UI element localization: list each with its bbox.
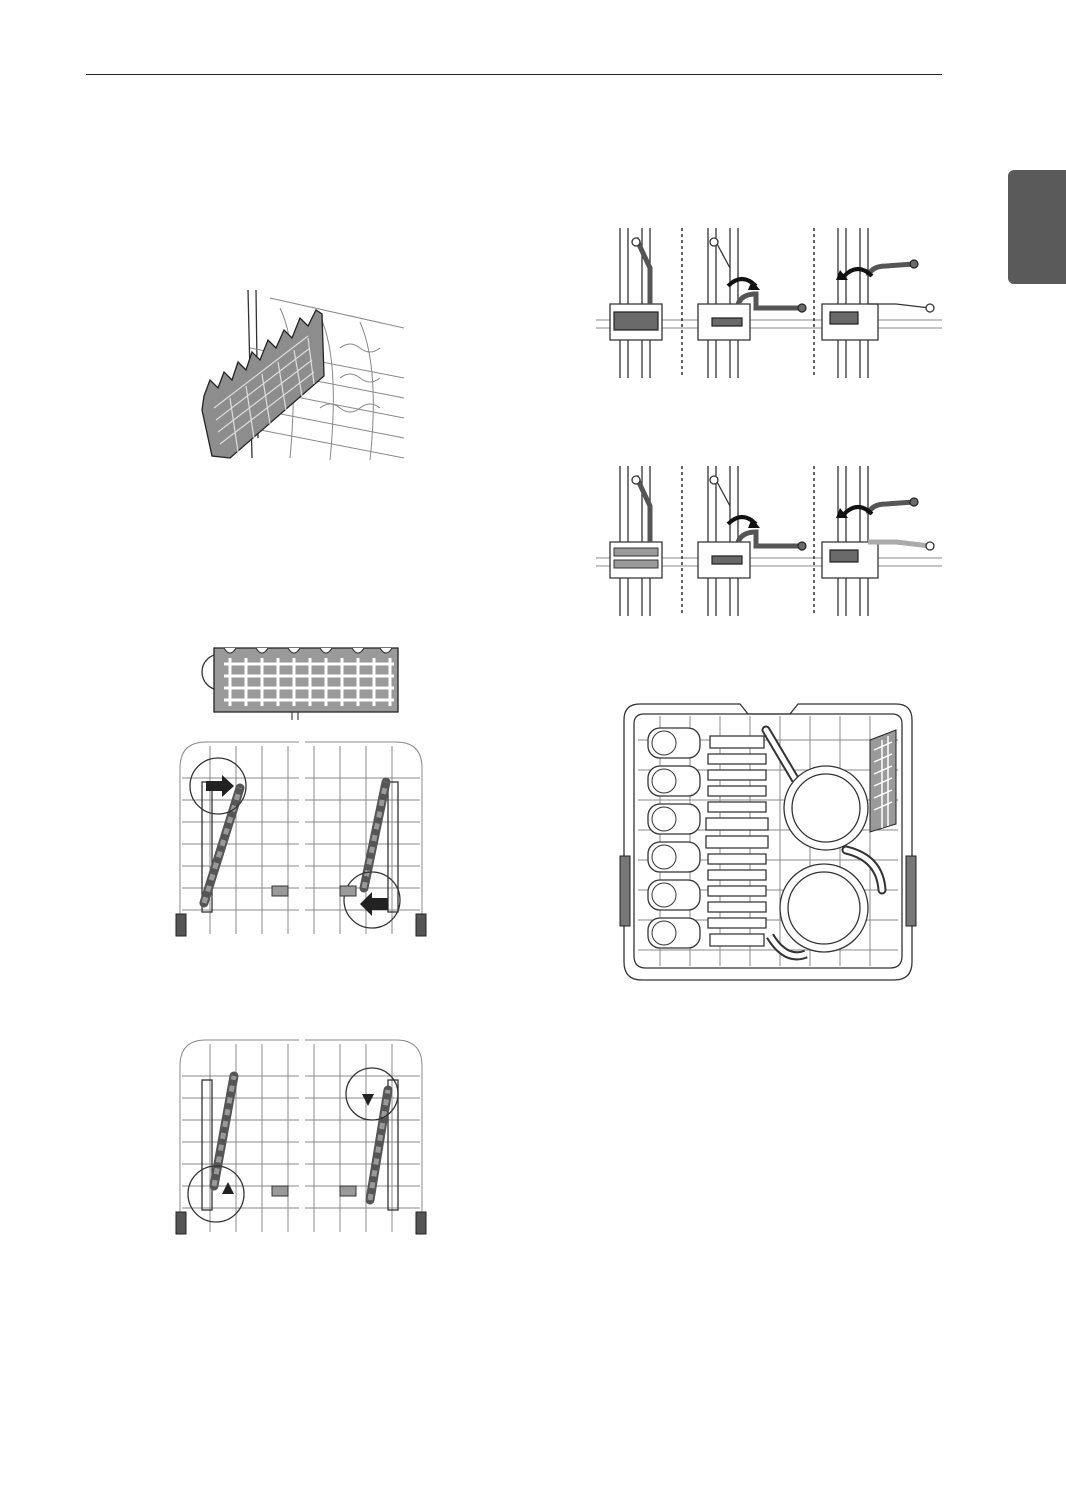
rack-tine-row-remove-illustration — [176, 738, 426, 938]
tine-row-basket-illustration — [190, 288, 406, 464]
arrow-down-icon — [362, 1082, 374, 1106]
rack-tine-row-install-illustration — [176, 1036, 426, 1236]
header-rule — [86, 74, 942, 75]
arrow-left-icon — [360, 892, 388, 916]
folding-tines-steps-illustration-1 — [596, 228, 942, 380]
folding-tines-steps-illustration-2 — [596, 466, 942, 618]
tine-row-front-view-illustration — [200, 640, 405, 725]
loaded-lower-rack-illustration — [620, 700, 916, 986]
language-side-tab — [1008, 170, 1066, 284]
